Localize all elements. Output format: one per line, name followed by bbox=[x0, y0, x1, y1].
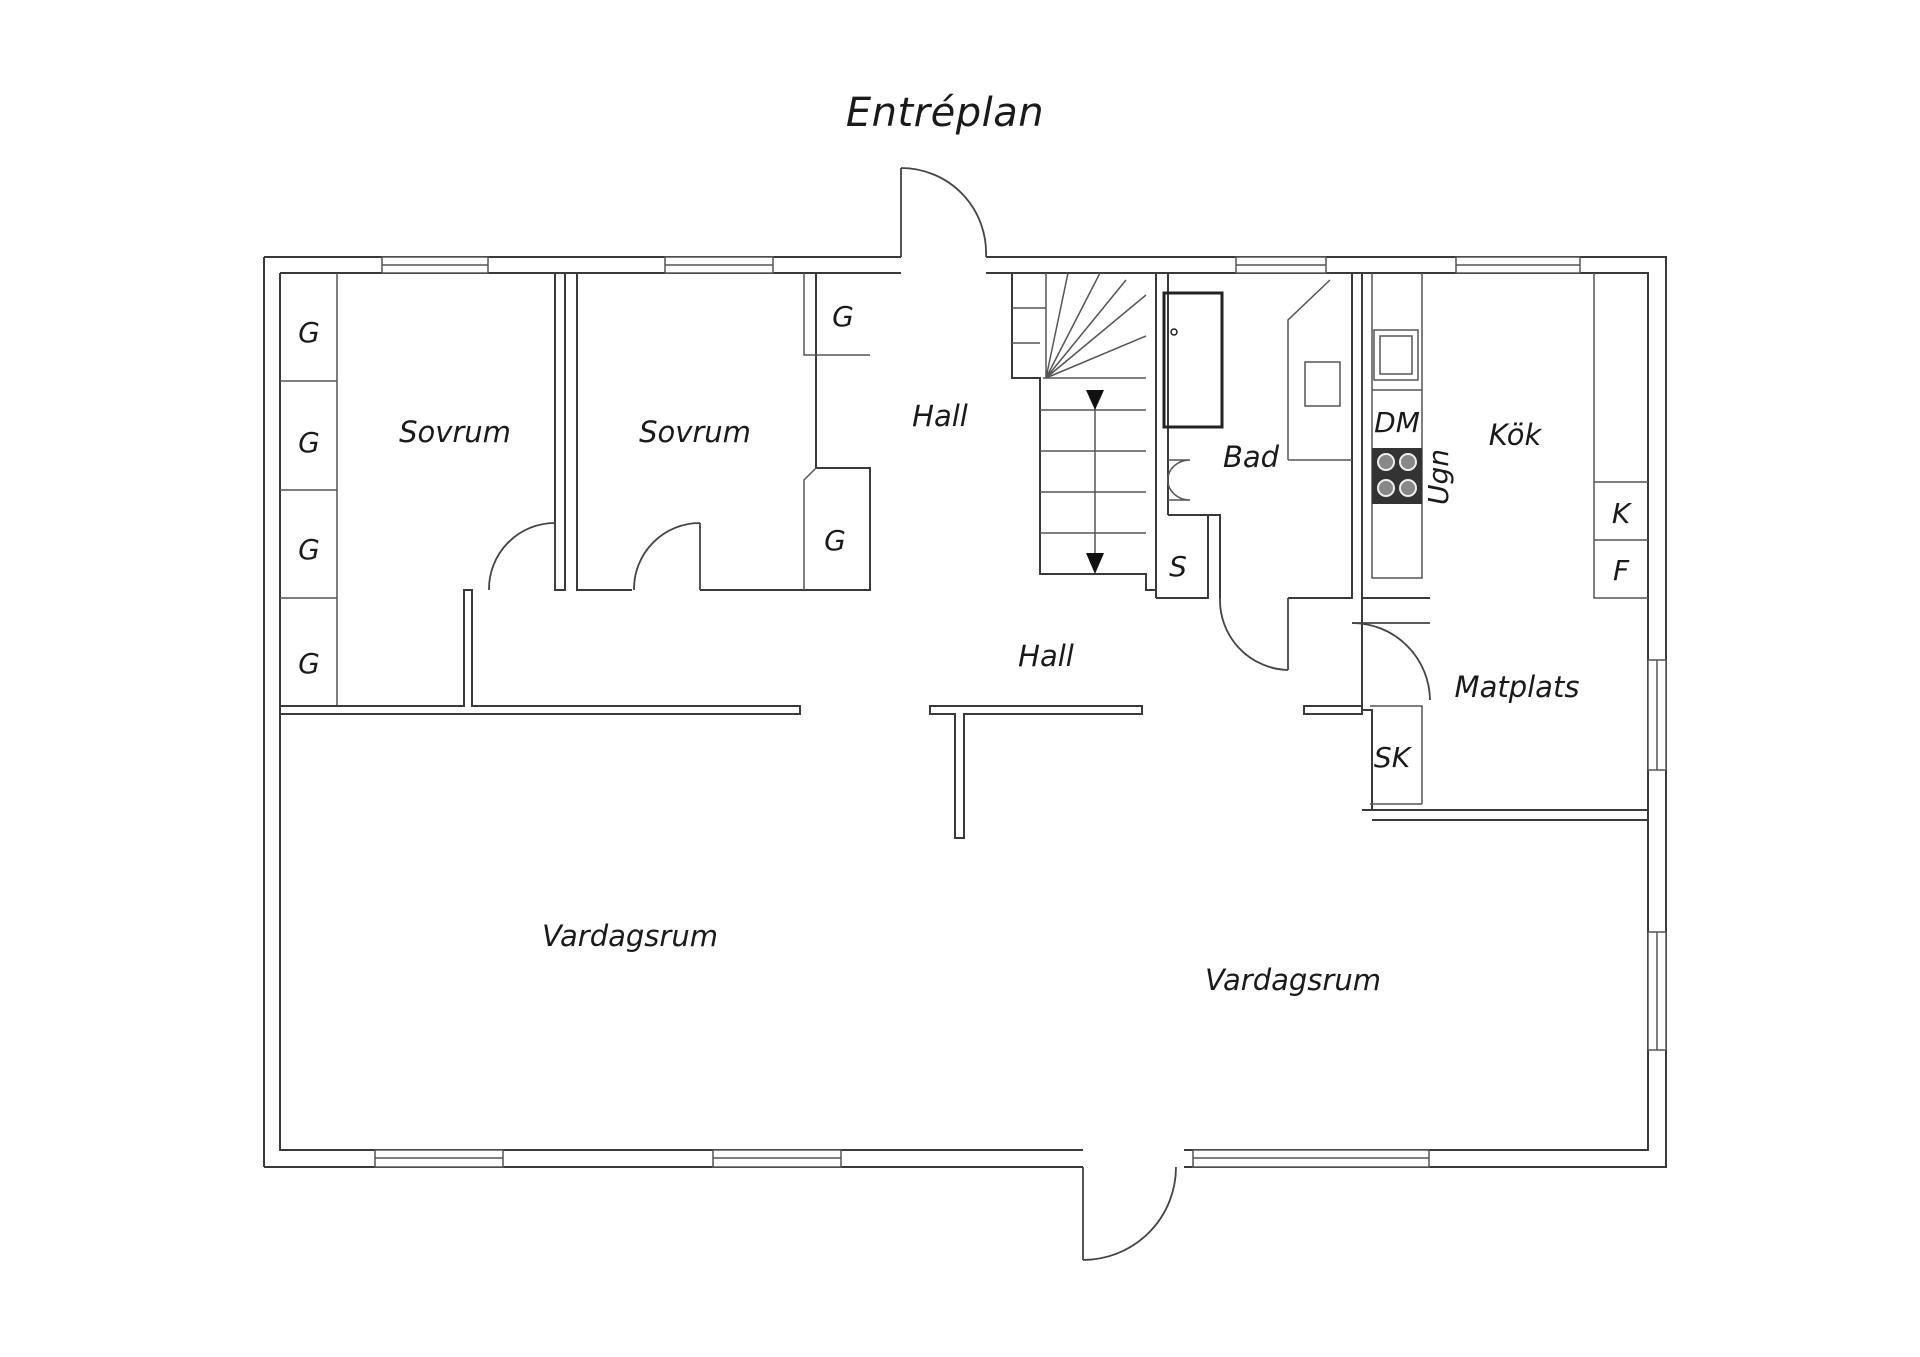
entrance-doors bbox=[900, 167, 1177, 1261]
room-label-vardagsrum-right: Vardagsrum bbox=[1205, 963, 1381, 997]
fixture-label-g-1: G bbox=[298, 316, 320, 349]
fixture-label-k: K bbox=[1612, 497, 1633, 530]
fixture-label-g-hall-top: G bbox=[832, 300, 854, 333]
room-label-kok: Kök bbox=[1489, 418, 1543, 452]
fixture-label-g-4: G bbox=[298, 647, 320, 680]
fixture-label-ugn: Ugn bbox=[1422, 449, 1455, 505]
room-label-bad: Bad bbox=[1223, 440, 1280, 474]
outer-walls bbox=[263, 256, 1667, 1168]
interior-walls bbox=[279, 272, 1649, 839]
interior-doors bbox=[488, 522, 1431, 701]
room-label-sovrum-1: Sovrum bbox=[399, 415, 511, 449]
room-label-vardagsrum-left: Vardagsrum bbox=[542, 919, 718, 953]
fixture-label-s: S bbox=[1169, 550, 1187, 583]
fixture-label-g-2: G bbox=[298, 426, 320, 459]
fixture-label-g-hall-bottom: G bbox=[824, 524, 846, 557]
room-label-matplats: Matplats bbox=[1455, 670, 1580, 704]
fixture-label-f: F bbox=[1613, 554, 1630, 587]
room-label-hall-upper: Hall bbox=[912, 399, 968, 433]
windows bbox=[374, 256, 1667, 1168]
fixture-label-g-3: G bbox=[298, 533, 320, 566]
room-label-hall-lower: Hall bbox=[1018, 639, 1074, 673]
fixture-label-sk: SK bbox=[1374, 741, 1413, 774]
plan-title: Entréplan bbox=[845, 90, 1045, 136]
room-label-sovrum-2: Sovrum bbox=[639, 415, 751, 449]
fixture-label-dm: DM bbox=[1374, 406, 1420, 439]
